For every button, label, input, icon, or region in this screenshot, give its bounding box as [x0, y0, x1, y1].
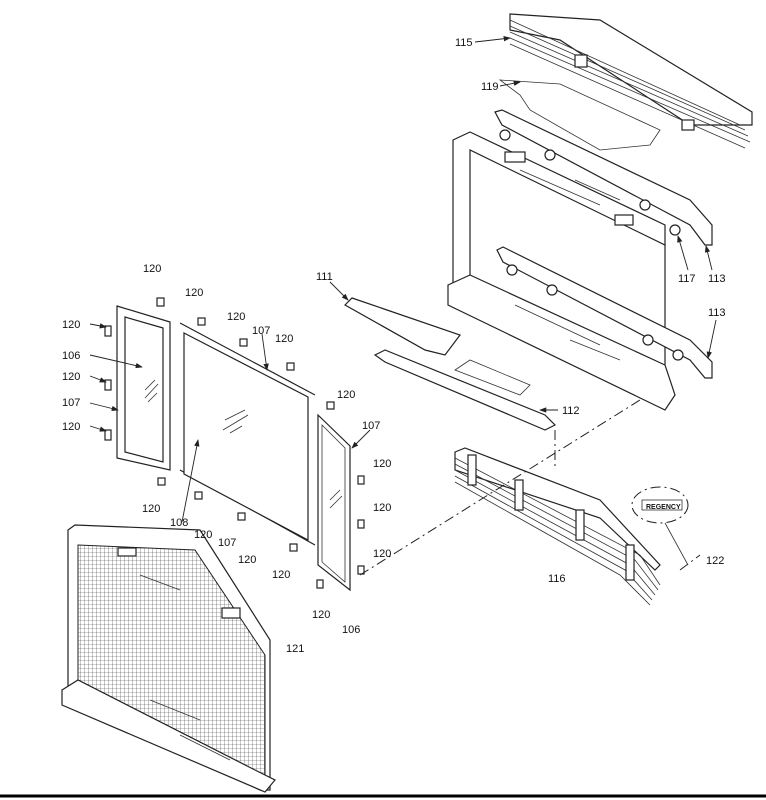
label-120: 120	[142, 503, 160, 515]
part-121-mesh-screen	[61, 524, 276, 793]
label-120: 120	[62, 421, 80, 433]
label-115: 115	[455, 37, 473, 49]
label-107: 107	[218, 537, 236, 549]
label-120: 120	[62, 371, 80, 383]
label-121: 121	[286, 643, 304, 655]
label-120: 120	[62, 319, 80, 331]
label-111: 111	[316, 271, 333, 283]
label-117: 117	[678, 273, 696, 285]
clips-120	[104, 297, 365, 589]
label-116: 116	[548, 573, 566, 585]
part-108-center-glass	[179, 322, 316, 546]
regency-logo: REGENCY	[631, 486, 689, 566]
label-107: 107	[362, 420, 380, 432]
label-120: 120	[373, 548, 391, 560]
label-122: 122	[706, 555, 724, 567]
label-112: 112	[562, 405, 580, 417]
label-106: 106	[62, 350, 80, 362]
label-120: 120	[227, 311, 245, 323]
label-113: 113	[708, 307, 726, 319]
part-119-gasket	[498, 79, 661, 151]
label-120: 120	[238, 554, 256, 566]
label-119: 119	[481, 81, 499, 93]
label-120: 120	[194, 529, 212, 541]
label-107: 107	[252, 325, 270, 337]
label-120: 120	[373, 502, 391, 514]
label-113: 113	[708, 273, 726, 285]
part-115-top-louvre	[509, 13, 753, 149]
label-120: 120	[373, 458, 391, 470]
part-106-right-glass	[317, 413, 351, 592]
label-120: 120	[337, 389, 355, 401]
part-111	[344, 297, 461, 356]
label-120: 120	[275, 333, 293, 345]
label-120: 120	[185, 287, 203, 299]
part-labels: 115 119 117 113 113 111 112 120 120 120 …	[62, 37, 726, 655]
part-112	[373, 349, 557, 431]
label-108: 108	[170, 517, 188, 529]
label-107: 107	[62, 397, 80, 409]
label-120: 120	[143, 263, 161, 275]
label-120: 120	[312, 609, 330, 621]
part-106-left-glass	[116, 305, 171, 471]
part-112-panel	[454, 359, 531, 396]
firebox-frame	[447, 109, 713, 411]
label-120: 120	[272, 569, 290, 581]
leader-lines	[89, 36, 717, 523]
svg-text:REGENCY: REGENCY	[646, 504, 681, 511]
assembly-centerline	[359, 399, 701, 576]
label-106: 106	[342, 624, 360, 636]
part-116-lower-louvre	[454, 447, 661, 606]
